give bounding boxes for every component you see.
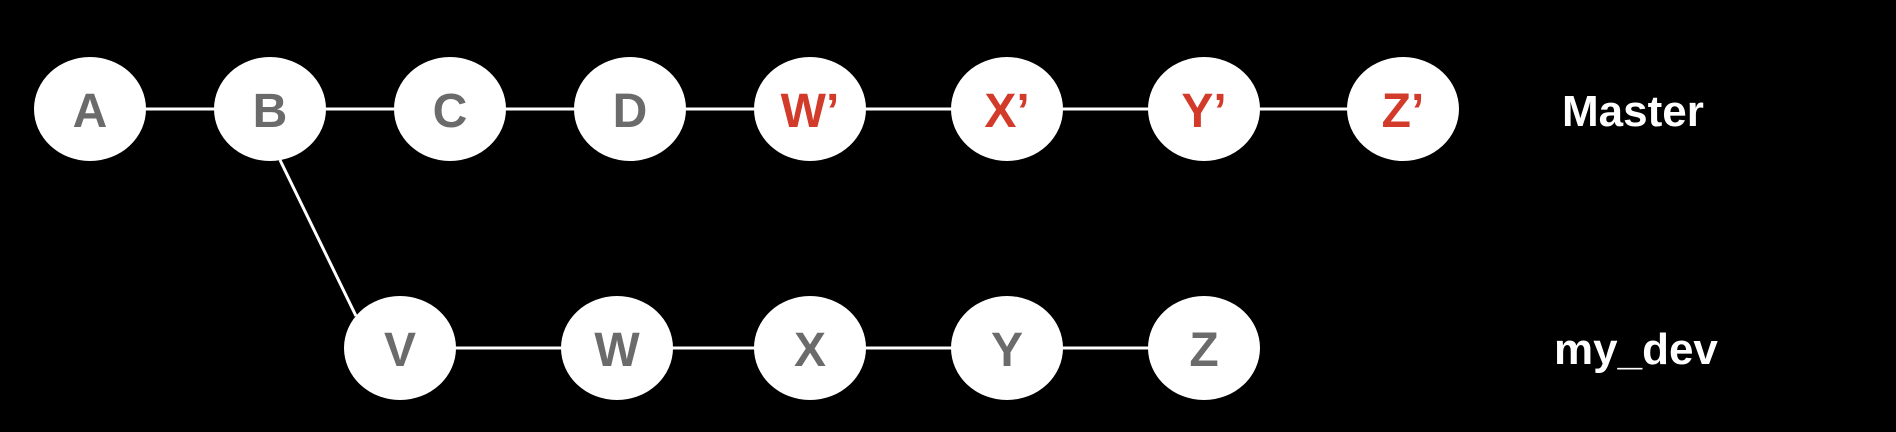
commit-node-C[interactable]: C [394, 57, 506, 161]
rebased-commit-label: Z’ [1382, 85, 1425, 138]
commit-node-Z[interactable]: Z [1148, 296, 1260, 400]
commit-node-X[interactable]: X [754, 296, 866, 400]
branch-label-my-dev: my_dev [1554, 325, 1718, 374]
rebased-commit-label: W’ [781, 85, 840, 138]
commit-node-Y-prime[interactable]: Y’ [1148, 57, 1260, 161]
commit-node-Y[interactable]: Y [951, 296, 1063, 400]
master-branch-commits: A B C D W’ X’ Y’ Z’ [34, 57, 1459, 161]
commit-label: B [253, 85, 288, 138]
rebased-commit-label: Y’ [1181, 85, 1226, 138]
commit-label: X [794, 324, 826, 377]
commit-label: C [433, 85, 468, 138]
commit-label: Z [1189, 324, 1218, 377]
commit-label: W [594, 324, 640, 377]
commit-label: A [73, 85, 108, 138]
commit-label: Y [991, 324, 1023, 377]
commit-node-A[interactable]: A [34, 57, 146, 161]
commit-label: V [384, 324, 416, 377]
commit-node-W[interactable]: W [561, 296, 673, 400]
dev-branch-commits: V W X Y Z [344, 296, 1260, 400]
commit-node-Z-prime[interactable]: Z’ [1347, 57, 1459, 161]
commit-node-V[interactable]: V [344, 296, 456, 400]
commit-node-B[interactable]: B [214, 57, 326, 161]
rebased-commit-label: X’ [984, 85, 1029, 138]
branch-label-master: Master [1562, 87, 1704, 136]
commit-label: D [613, 85, 648, 138]
edge-B-V [278, 159, 358, 317]
commit-node-X-prime[interactable]: X’ [951, 57, 1063, 161]
commit-node-D[interactable]: D [574, 57, 686, 161]
commit-node-W-prime[interactable]: W’ [754, 57, 866, 161]
